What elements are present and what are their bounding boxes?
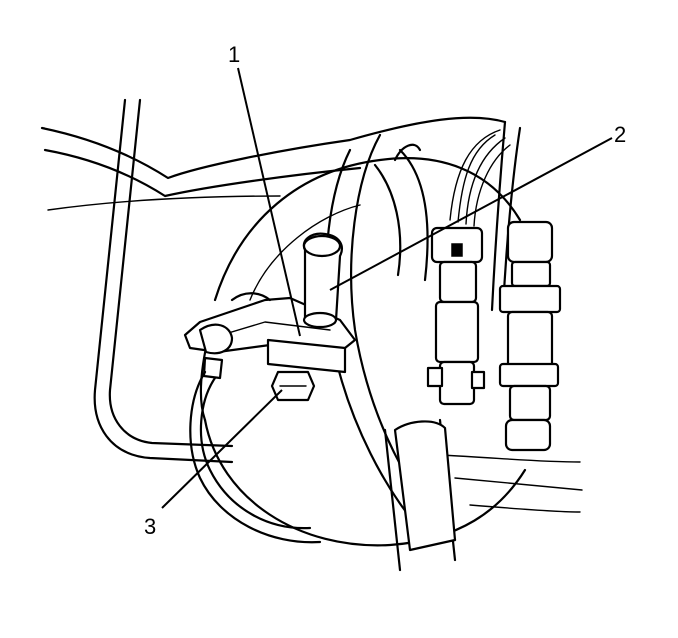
mounting-bracket	[183, 296, 357, 380]
callout-1: 1	[228, 42, 240, 67]
electrical-connector-left	[426, 226, 486, 406]
hoses	[324, 120, 522, 572]
bracket-cable	[189, 292, 322, 544]
sensor	[302, 232, 343, 329]
leader-line-2	[329, 137, 613, 291]
retaining-nut	[270, 370, 316, 402]
leader-line-3	[161, 389, 283, 509]
leader-lines	[161, 67, 613, 509]
frame-lines	[40, 98, 583, 513]
electrical-connector-right	[498, 220, 562, 452]
wire-harness	[449, 129, 511, 227]
callout-2: 2	[614, 122, 626, 147]
leader-line-1	[237, 67, 301, 337]
callout-3: 3	[144, 514, 156, 539]
